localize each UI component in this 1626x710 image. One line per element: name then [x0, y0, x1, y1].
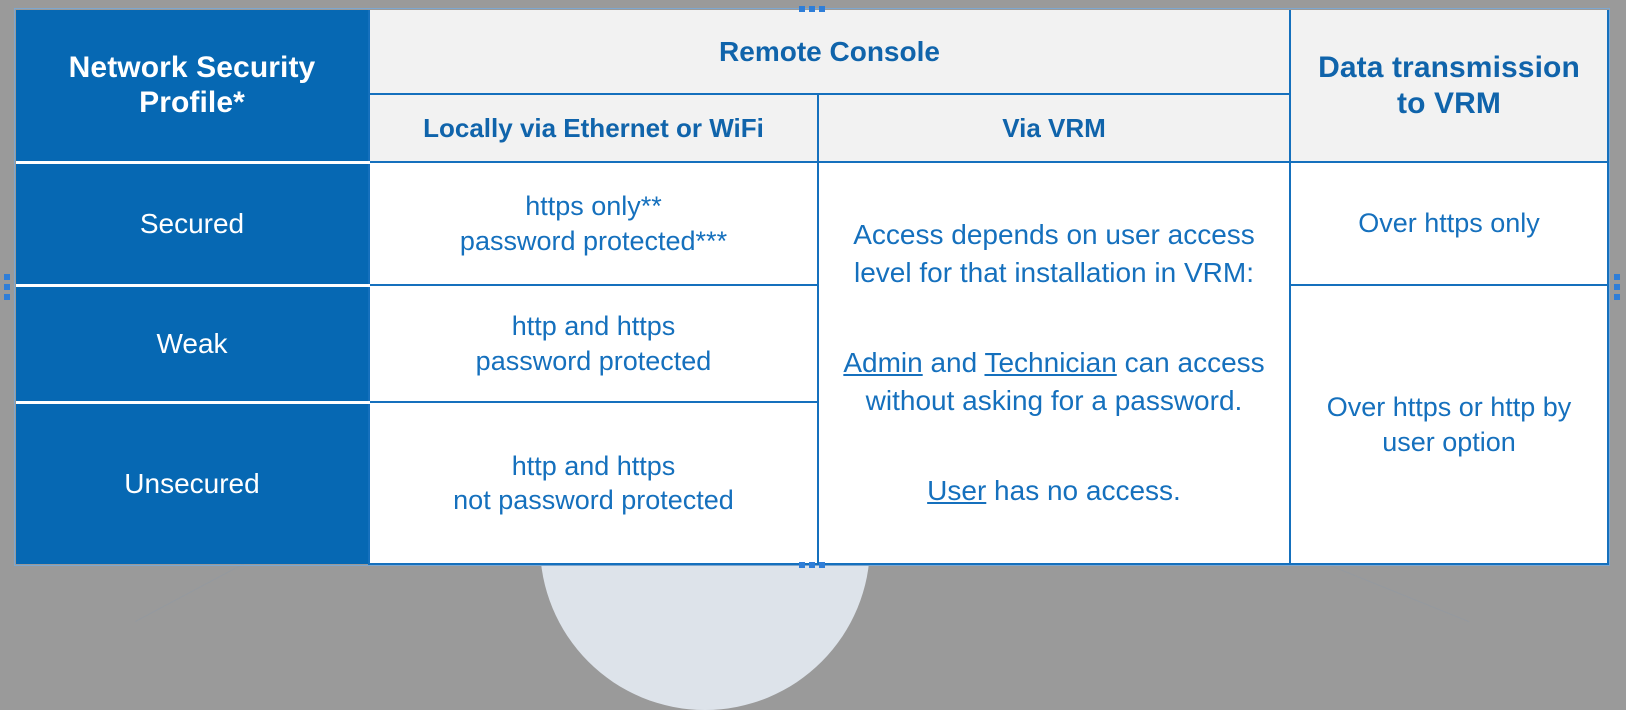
selection-handle-bottom[interactable] [799, 562, 825, 568]
role-technician: Technician [984, 347, 1117, 379]
vrm-conjunction: and [922, 347, 985, 379]
table: Network Security Profile* Remote Console… [16, 10, 1609, 565]
table-header-row-1: Network Security Profile* Remote Console… [16, 10, 1609, 164]
cell-weak-locally: http and https password protected [368, 284, 819, 403]
header-remote-console: Remote Console [368, 10, 1291, 95]
header-profile-column: Network Security Profile* [16, 10, 369, 164]
cell-secured-locally-line2: password protected*** [459, 225, 728, 256]
vrm-paragraph-3-tail: has no access. [986, 475, 1181, 507]
cell-weak-locally-line1: http and https [511, 311, 676, 342]
role-user: User [927, 475, 987, 507]
slide-canvas: Network Security Profile* Remote Console… [4, 6, 1620, 710]
selection-handle-top[interactable] [799, 6, 825, 12]
table-row-secured: Secured https only** password protected*… [16, 160, 1609, 565]
cell-weak-unsecured-transmission: Over https or http by user option [1289, 284, 1609, 565]
vrm-paragraph-1: Access depends on user access level for … [853, 219, 1255, 288]
network-security-profile-table: Network Security Profile* Remote Console… [16, 10, 1609, 565]
profile-unsecured: Unsecured [16, 400, 369, 564]
header-locally-via-ethernet-or-wifi: Locally via Ethernet or WiFi [368, 93, 819, 163]
cell-secured-locally: https only** password protected*** [368, 161, 819, 286]
selection-frame[interactable] [4, 6, 1620, 568]
profile-weak: Weak [16, 283, 369, 404]
table-row-unsecured: Unsecured http and https not password pr… [16, 400, 1608, 565]
cell-secured-transmission: Over https only [1289, 161, 1609, 286]
cell-weak-locally-line2: password protected [475, 345, 712, 376]
table-row-weak: Weak http and https password protected O… [16, 283, 1609, 565]
vrm-paragraph-3: User has no access. [927, 475, 1181, 506]
cell-via-vrm-access: Access depends on user access level for … [817, 161, 1291, 565]
role-admin: Admin [843, 347, 923, 379]
vrm-paragraph-2: Admin and Technician can access without … [843, 347, 1264, 416]
profile-secured: Secured [16, 160, 369, 287]
selection-handle-left[interactable] [4, 274, 10, 300]
vrm-paragraph-2-tail: can access without asking for a password… [865, 347, 1265, 416]
cell-unsecured-locally-line1: http and https [511, 450, 676, 481]
header-data-transmission: Data transmission to VRM [1289, 10, 1609, 163]
selection-handle-right[interactable] [1614, 274, 1620, 300]
cell-unsecured-locally-line2: not password protected [453, 485, 734, 515]
table-header-row-2: Locally via Ethernet or WiFi Via VRM [16, 93, 1608, 163]
header-via-vrm: Via VRM [817, 93, 1291, 163]
cell-unsecured-locally: http and https not password protected [368, 401, 819, 565]
cell-secured-locally-line1: https only** [525, 191, 662, 222]
